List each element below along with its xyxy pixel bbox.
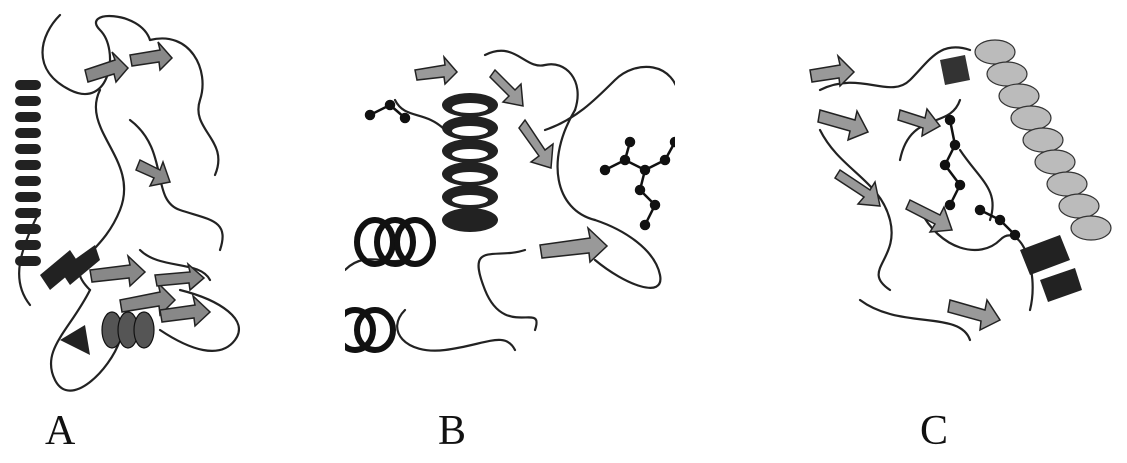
panel-c-structure-image: [800, 10, 1120, 345]
panel-b-structure-image: [345, 10, 675, 360]
ribbon-diagram-b: [345, 10, 675, 360]
ribbon-diagram-a: [0, 10, 260, 395]
panel-a-structure-image: [0, 10, 260, 395]
ribbon-diagram-c: [800, 10, 1120, 345]
panel-b-label: B: [438, 410, 466, 452]
panel-c-label: C: [920, 410, 948, 452]
panel-a-label: A: [45, 410, 75, 452]
